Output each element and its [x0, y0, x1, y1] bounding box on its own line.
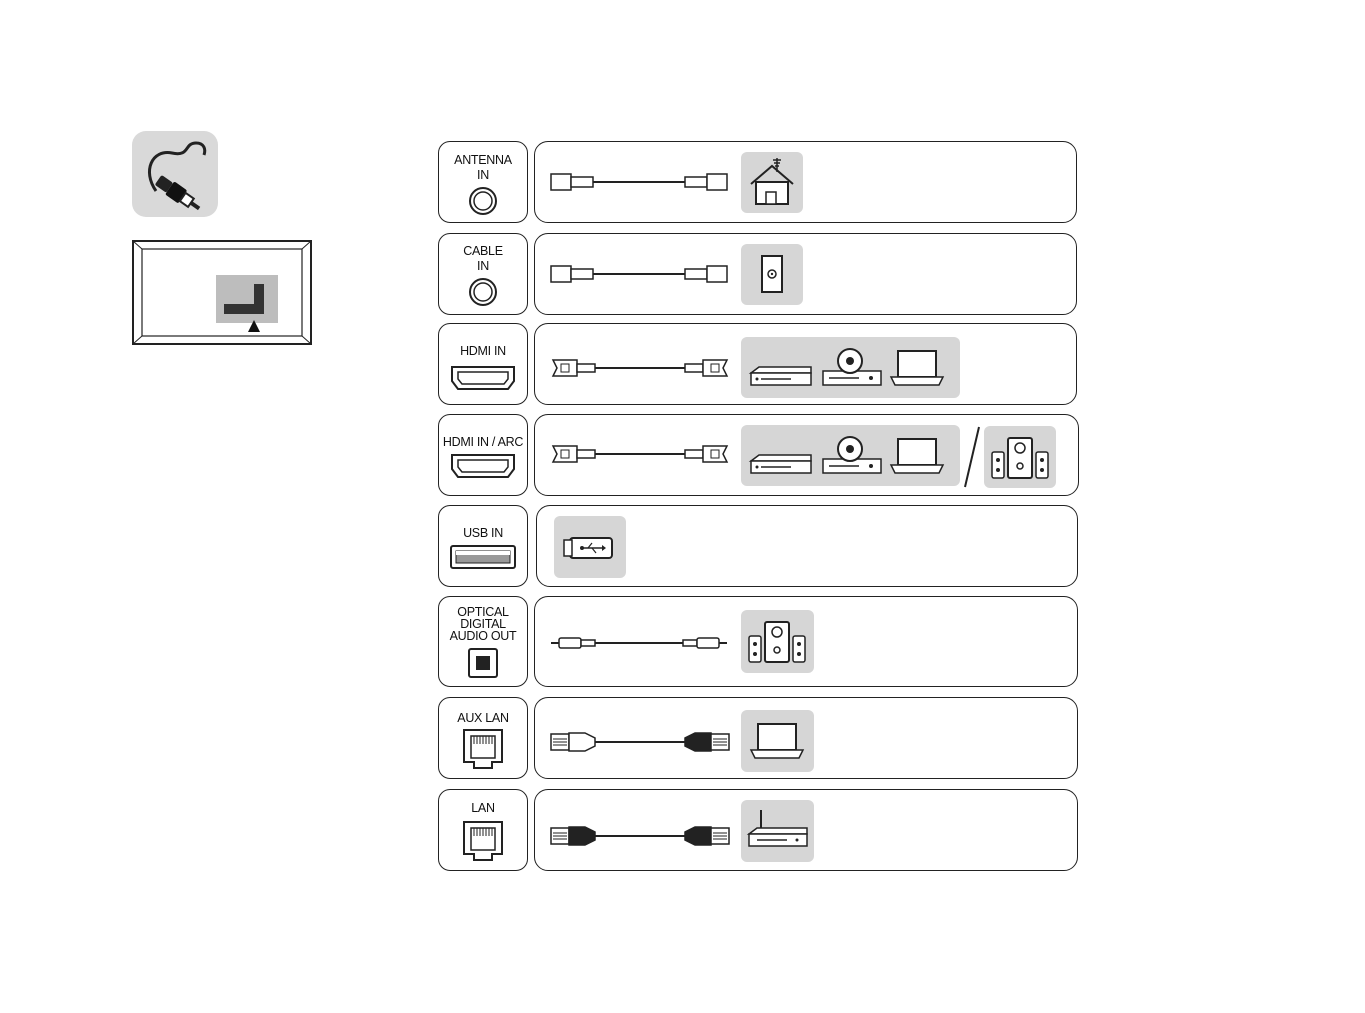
connection-row-hdmi — [534, 323, 1077, 405]
speaker-system-icon — [984, 426, 1056, 488]
connection-row-cable — [534, 233, 1077, 315]
usb-port-icon — [449, 544, 517, 570]
connection-row-optical — [534, 596, 1078, 687]
coax-cable-icon — [549, 262, 729, 286]
port-hdmi-in-arc: HDMI IN / ARC — [438, 414, 528, 496]
speaker-system-icon — [741, 610, 814, 673]
optical-cable-icon — [549, 633, 729, 653]
port-label-line: HDMI IN / ARC — [439, 435, 527, 449]
port-label-line: LAN — [439, 801, 527, 815]
hdmi-cable-icon — [551, 356, 731, 380]
usb-drive-icon — [554, 516, 626, 578]
device-group — [741, 425, 960, 486]
router-icon — [741, 800, 814, 862]
connection-row-usb — [536, 505, 1078, 587]
wall-outlet-icon — [741, 244, 803, 305]
tv-back-panel-icon — [132, 240, 312, 345]
connection-row-hdmi-arc — [534, 414, 1079, 496]
optical-port-icon — [467, 647, 499, 679]
laptop-icon — [741, 710, 814, 772]
dvd-player-icon — [823, 437, 881, 473]
blu-ray-player-icon — [751, 455, 811, 473]
hdmi-port-icon — [450, 365, 516, 391]
coax-jack-icon — [468, 186, 498, 216]
dvd-player-icon — [823, 349, 881, 385]
port-label-line: AUDIO OUT — [439, 630, 527, 642]
port-hdmi-in: HDMI IN — [438, 323, 528, 405]
ethernet-port-icon — [462, 728, 504, 770]
port-optical-digital-audio-out: OPTICAL DIGITAL AUDIO OUT — [438, 596, 528, 687]
ethernet-port-icon — [462, 820, 504, 862]
port-label-line: AUX LAN — [439, 711, 527, 725]
port-label-line: ANTENNA — [439, 153, 527, 167]
hdmi-port-icon — [450, 453, 516, 479]
port-label-line: IN — [439, 168, 527, 182]
port-label-line: IN — [439, 259, 527, 273]
port-aux-lan: AUX LAN — [438, 697, 528, 779]
port-label-line: CABLE — [439, 244, 527, 258]
port-usb-in: USB IN — [438, 505, 528, 587]
device-group — [741, 337, 960, 398]
port-label-line: HDMI IN — [439, 344, 527, 358]
port-antenna-in: ANTENNA IN — [438, 141, 528, 223]
port-lan: LAN — [438, 789, 528, 871]
hdmi-cable-icon — [551, 442, 731, 466]
connection-row-aux-lan — [534, 697, 1078, 779]
separator-slash — [961, 425, 983, 489]
blu-ray-player-icon — [751, 367, 811, 385]
port-cable-in: CABLE IN — [438, 233, 528, 315]
laptop-icon — [891, 351, 943, 385]
laptop-icon — [891, 439, 943, 473]
port-label-line: USB IN — [439, 526, 527, 540]
cable-icon — [132, 131, 218, 217]
ethernet-cable-icon — [549, 824, 731, 848]
ethernet-cable-icon — [549, 730, 731, 754]
connection-row-lan — [534, 789, 1078, 871]
antenna-house-icon — [741, 152, 803, 213]
coax-jack-icon — [468, 277, 498, 307]
coax-cable-icon — [549, 170, 729, 194]
connection-row-antenna — [534, 141, 1077, 223]
